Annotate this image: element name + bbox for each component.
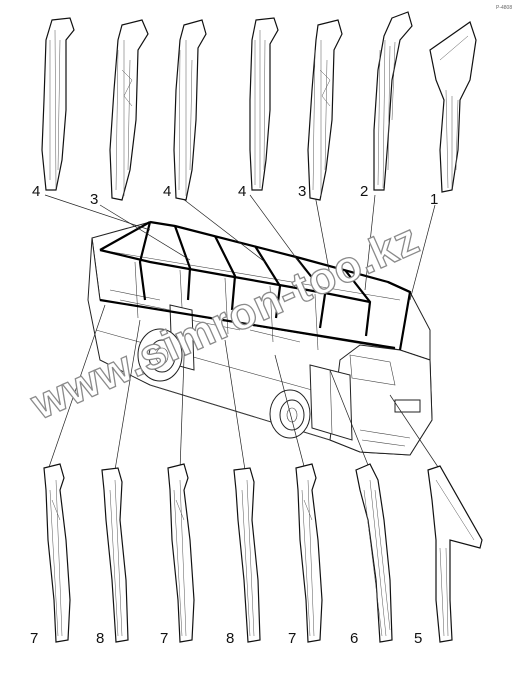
label-bottom-7: 5 bbox=[414, 630, 422, 647]
label-top-3: 4 bbox=[163, 183, 171, 200]
corner-mark: P-4808 bbox=[496, 5, 512, 11]
bottom-labels: 7 8 7 8 7 6 5 bbox=[30, 630, 422, 647]
label-bottom-2: 8 bbox=[96, 630, 104, 647]
pillar-top-3 bbox=[173, 19, 207, 201]
pillar-bottom-2 bbox=[101, 467, 129, 643]
pillar-bottom-7 bbox=[427, 465, 483, 643]
label-top-5: 3 bbox=[298, 183, 306, 200]
top-pillars bbox=[41, 11, 477, 201]
label-bottom-5: 7 bbox=[288, 630, 296, 647]
label-bottom-6: 6 bbox=[350, 630, 358, 647]
label-top-4: 4 bbox=[238, 183, 246, 200]
pillar-top-6 bbox=[373, 11, 413, 191]
pillar-bottom-5 bbox=[295, 463, 323, 643]
pillar-top-7 bbox=[429, 21, 477, 193]
label-top-2: 3 bbox=[90, 191, 98, 208]
pillar-top-1 bbox=[41, 17, 75, 191]
bus-illustration bbox=[87, 221, 433, 456]
pillar-top-2 bbox=[109, 19, 149, 201]
pillar-top-4 bbox=[249, 17, 279, 191]
pillar-bottom-4 bbox=[233, 467, 261, 643]
pillar-top-5 bbox=[307, 19, 343, 201]
label-top-1: 4 bbox=[32, 183, 40, 200]
label-top-7: 1 bbox=[430, 191, 438, 208]
front-wheel bbox=[269, 389, 311, 439]
label-bottom-3: 7 bbox=[160, 630, 168, 647]
label-top-6: 2 bbox=[360, 183, 368, 200]
pillar-bottom-6 bbox=[355, 463, 393, 643]
pillar-bottom-3 bbox=[167, 463, 195, 643]
top-labels: 4 3 4 4 3 2 1 bbox=[32, 183, 438, 208]
rear-wheel bbox=[137, 328, 183, 382]
label-bottom-1: 7 bbox=[30, 630, 38, 647]
label-bottom-4: 8 bbox=[226, 630, 234, 647]
bottom-pillars bbox=[43, 463, 483, 643]
leader-lines bbox=[44, 194, 441, 471]
pillar-frame bbox=[99, 220, 412, 351]
pillar-bottom-1 bbox=[43, 463, 71, 643]
